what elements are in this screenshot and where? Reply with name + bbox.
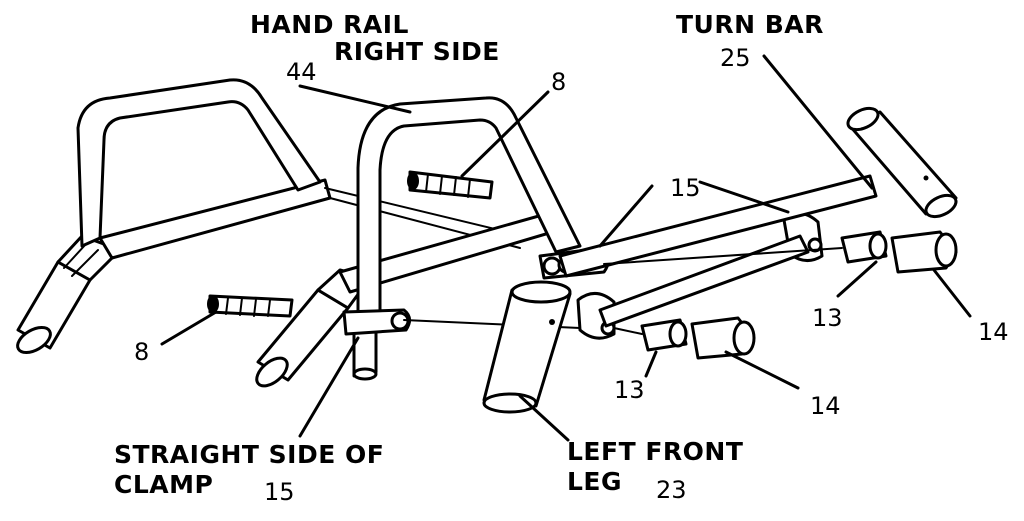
turn-bar [558,106,958,328]
label-left-front-leg-number: 23 [656,476,687,504]
nut-right [890,230,958,274]
label-top-clamp-number: 15 [670,174,701,202]
label-hand-rail-number: 44 [286,58,317,86]
bolt-left [207,294,294,318]
bolt-top [407,170,494,200]
label-right-nut-number: 14 [978,318,1009,346]
washer-right [840,230,888,264]
label-left-front-leg-line2: LEG [567,467,622,496]
label-top-bolt-number: 8 [551,68,566,96]
leader-lines [160,54,972,442]
label-hand-rail-line2: RIGHT SIDE [334,37,500,66]
clamp-right-rail [342,308,411,336]
label-right-washer-number: 13 [812,304,843,332]
left-hand-rail [16,78,332,354]
washer-lower [640,318,688,352]
label-left-bolt-number: 8 [134,338,149,366]
label-straight-side-line1: STRAIGHT SIDE OF [114,440,384,469]
nut-lower [690,316,756,360]
label-straight-side-line2: CLAMP [114,470,213,499]
label-straight-side-number: 15 [264,478,295,506]
label-lower-nut-number: 14 [810,392,841,420]
label-turn-bar: TURN BAR [676,10,824,39]
label-hand-rail-line1: HAND RAIL [250,10,409,39]
label-left-front-leg-line1: LEFT FRONT [567,437,743,466]
left-front-leg [482,280,572,414]
label-lower-washer-number: 13 [614,376,645,404]
label-turn-bar-number: 25 [720,44,751,72]
